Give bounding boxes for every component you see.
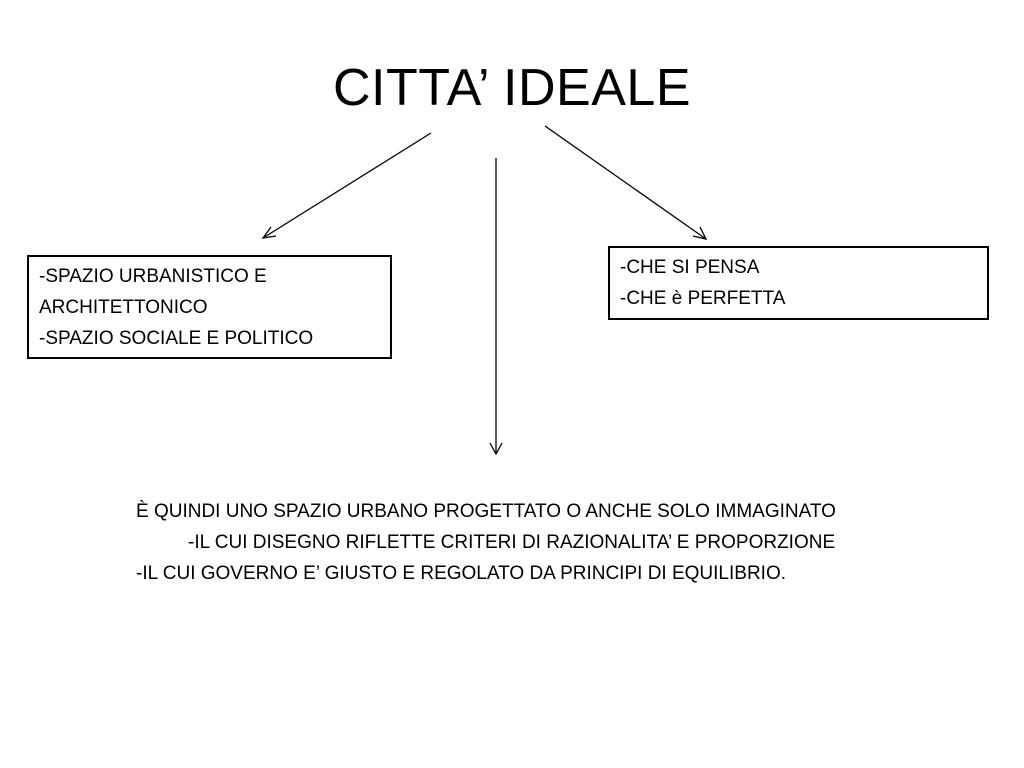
right-concept-box: -CHE SI PENSA -CHE è PERFETTA — [608, 246, 989, 320]
diagram-title: CITTA’ IDEALE — [332, 59, 692, 117]
left-concept-box: -SPAZIO URBANISTICO E ARCHITETTONICO -SP… — [27, 255, 392, 359]
arrow-to-right-box — [544, 125, 708, 240]
arrow-to-summary — [489, 158, 503, 456]
left-box-line-1: -SPAZIO URBANISTICO E — [39, 266, 267, 287]
arrow-to-left-box — [261, 132, 432, 239]
right-box-line-1: -CHE SI PENSA — [620, 257, 760, 278]
right-box-line-2: -CHE è PERFETTA — [620, 288, 786, 309]
left-box-line-3: -SPAZIO SOCIALE E POLITICO — [39, 328, 314, 349]
summary-text: È QUINDI UNO SPAZIO URBANO PROGETTATO O … — [136, 496, 956, 589]
summary-line-2: -IL CUI DISEGNO RIFLETTE CRITERI DI RAZI… — [188, 532, 836, 553]
summary-line-1: È QUINDI UNO SPAZIO URBANO PROGETTATO O … — [136, 501, 836, 522]
left-box-line-2: ARCHITETTONICO — [39, 297, 208, 318]
summary-line-3: -IL CUI GOVERNO E’ GIUSTO E REGOLATO DA … — [136, 563, 786, 584]
